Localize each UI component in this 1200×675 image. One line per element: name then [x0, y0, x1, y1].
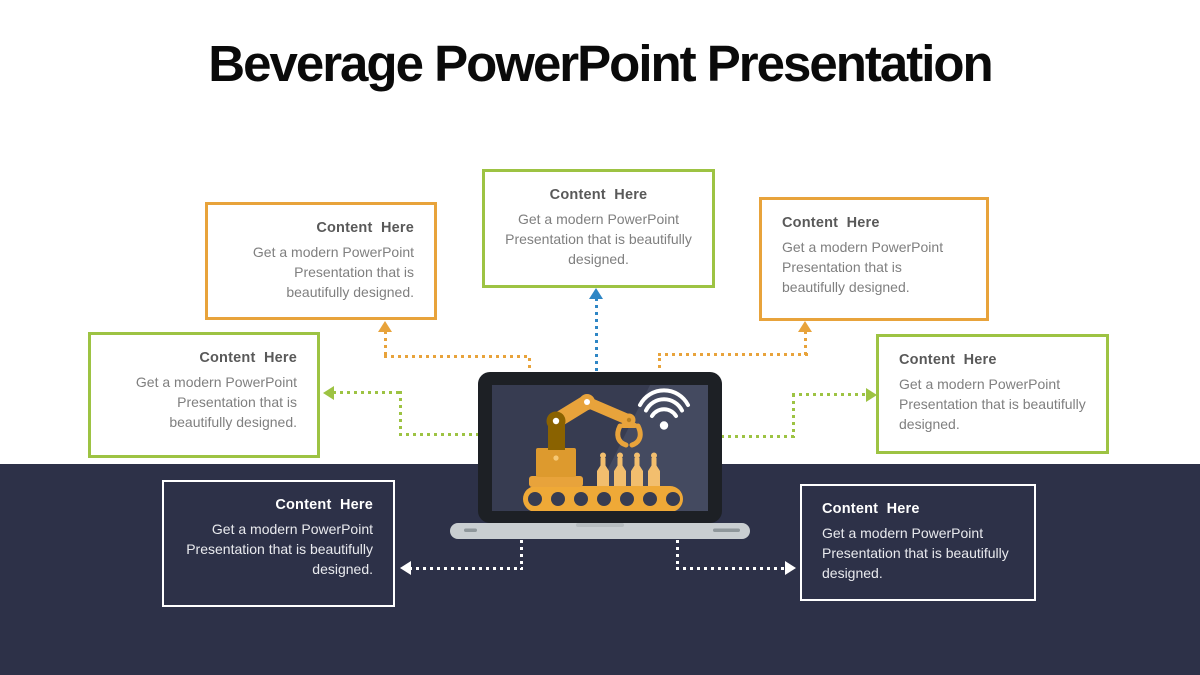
box-body: Get a modern PowerPoint Presentation tha… — [822, 525, 1009, 581]
content-box-middle-right: Content Here Get a modern PowerPoint Pre… — [876, 334, 1109, 454]
content-box-bottom-right: Content Here Get a modern PowerPoint Pre… — [800, 484, 1036, 601]
box-title: Content Here — [316, 220, 414, 236]
robot-arm-icon — [529, 394, 643, 487]
connector-segment — [528, 358, 531, 372]
connector-segment — [384, 331, 387, 357]
connector-segment — [658, 353, 808, 356]
connector-segment — [676, 540, 679, 570]
content-box-top-center: Content Here Get a modern PowerPoint Pre… — [482, 169, 715, 288]
laptop-illustration — [450, 372, 750, 539]
box-title: Content Here — [199, 350, 297, 366]
box-body: Get a modern PowerPoint Presentation tha… — [252, 244, 414, 300]
connector-segment — [676, 567, 786, 570]
wifi-icon — [638, 388, 690, 430]
content-box-middle-left: Content Here Get a modern PowerPoint Pre… — [88, 332, 320, 458]
connector-segment — [384, 355, 531, 358]
arrow-right-icon — [866, 388, 877, 402]
box-title: Content Here — [275, 497, 373, 513]
box-body: Get a modern PowerPoint Presentation tha… — [782, 239, 944, 295]
bottles-icon — [597, 452, 660, 486]
box-body: Get a modern PowerPoint Presentation tha… — [186, 521, 373, 577]
connector-segment — [333, 391, 402, 394]
slide-title: Beverage PowerPoint Presentation — [208, 35, 993, 92]
connector-segment — [792, 394, 795, 438]
connector-segment — [804, 331, 807, 355]
box-body: Get a modern PowerPoint Presentation tha… — [135, 374, 297, 430]
connector-segment — [520, 540, 523, 570]
connector-segment — [595, 298, 598, 371]
box-title: Content Here — [782, 215, 880, 231]
box-body: Get a modern PowerPoint Presentation tha… — [505, 211, 692, 267]
arrow-up-icon — [798, 321, 812, 332]
content-box-top-right: Content Here Get a modern PowerPoint Pre… — [759, 197, 989, 321]
arrow-left-icon — [323, 386, 334, 400]
connector-segment — [721, 435, 795, 438]
box-body: Get a modern PowerPoint Presentation tha… — [899, 376, 1086, 432]
connector-segment — [399, 433, 479, 436]
conveyor-belt-icon — [523, 486, 683, 511]
content-box-top-left: Content Here Get a modern PowerPoint Pre… — [205, 202, 437, 320]
connector-segment — [792, 393, 868, 396]
arrow-up-icon — [378, 321, 392, 332]
box-title: Content Here — [899, 352, 997, 368]
connector-segment — [409, 567, 523, 570]
connector-segment — [399, 391, 402, 436]
box-title: Content Here — [549, 187, 648, 203]
arrow-up-icon — [589, 288, 603, 299]
box-title: Content Here — [822, 501, 920, 517]
arrow-right-icon — [785, 561, 796, 575]
connector-segment — [658, 358, 661, 372]
arrow-left-icon — [400, 561, 411, 575]
laptop-base — [450, 523, 750, 539]
content-box-bottom-left: Content Here Get a modern PowerPoint Pre… — [162, 480, 395, 607]
